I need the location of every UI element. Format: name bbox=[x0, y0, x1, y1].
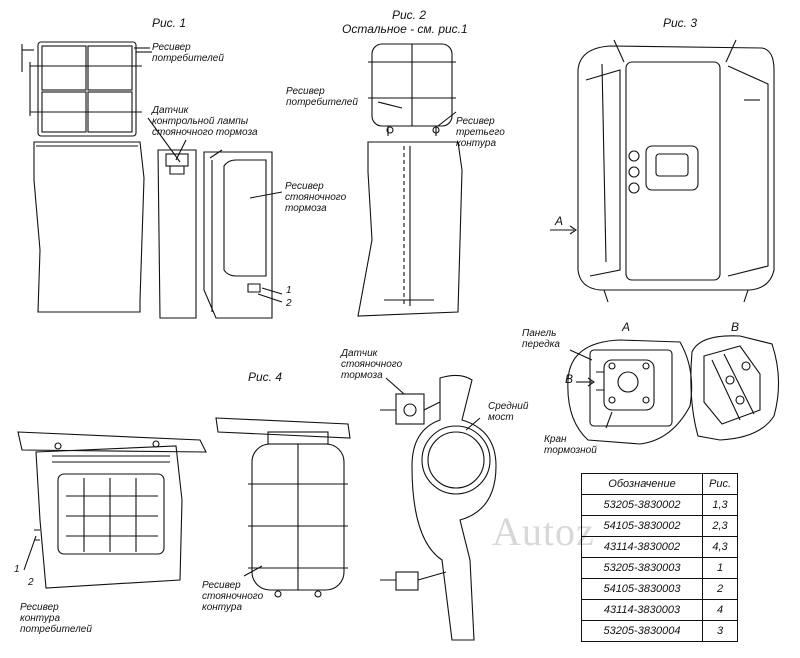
fig4-callout-2: 2 bbox=[28, 577, 34, 588]
fig3-drawing bbox=[550, 39, 775, 303]
fig4-middle-drawing bbox=[215, 417, 351, 598]
table-row: 54105-3830002 2,3 bbox=[581, 515, 738, 537]
fig4-middle-axle-label: Средний мост bbox=[488, 401, 529, 423]
fig1-drawing bbox=[21, 41, 283, 319]
fig3-arrow-a-label: А bbox=[555, 214, 564, 228]
fig2-third-circuit-label: Ресивер третьего контура bbox=[456, 116, 505, 149]
table-cell: 53205-3830003 bbox=[581, 557, 703, 579]
fig4-parking-sensor-label: Датчик стояночного тормоза bbox=[341, 348, 403, 381]
fig4-title: Рис. 4 bbox=[248, 370, 283, 384]
fig2-consumer-receiver-label: Ресивер потребителей bbox=[286, 86, 358, 108]
brake-valve-label: Кран тормозной bbox=[544, 434, 597, 456]
table-header-row: Обозначение Рис. bbox=[581, 473, 738, 495]
table-cell: 2 bbox=[702, 578, 738, 600]
table-row: 43114-3830003 4 bbox=[581, 599, 738, 621]
table-cell: 2,3 bbox=[702, 515, 738, 537]
fig3-title: Рис. 3 bbox=[663, 16, 698, 30]
table-cell: 1,3 bbox=[702, 494, 738, 516]
fig1-title: Рис. 1 bbox=[152, 16, 187, 30]
fig2-title: Рис. 2 bbox=[392, 8, 427, 22]
view-b-drawing bbox=[690, 335, 780, 441]
fig2-drawing bbox=[357, 43, 463, 317]
fig1-callout-2: 2 bbox=[286, 298, 292, 309]
table-cell: 4,3 bbox=[702, 536, 738, 558]
fig4-consumer-circuit-label: Ресивер контура потребителей bbox=[20, 602, 92, 635]
table-cell: 43114-3830002 bbox=[581, 536, 703, 558]
table-cell: 4 bbox=[702, 599, 738, 621]
view-b-title: В bbox=[731, 320, 740, 334]
table-cell: 54105-3830003 bbox=[581, 578, 703, 600]
view-a-drawing bbox=[567, 339, 693, 445]
fig4-left-drawing bbox=[17, 431, 207, 589]
view-a-title: А bbox=[622, 320, 631, 334]
table-header-cell: Рис. bbox=[702, 473, 738, 495]
table-cell: 43114-3830003 bbox=[581, 599, 703, 621]
fig4-parking-circuit-label: Ресивер стояночного контура bbox=[202, 580, 264, 613]
table-row: 43114-3830002 4,3 bbox=[581, 536, 738, 558]
table-cell: 1 bbox=[702, 557, 738, 579]
designation-table: Обозначение Рис. 53205-3830002 1,3 54105… bbox=[581, 473, 738, 642]
table-cell: 3 bbox=[702, 620, 738, 642]
table-row: 53205-3830004 3 bbox=[581, 620, 738, 642]
fig4-callout-1: 1 bbox=[14, 564, 20, 575]
fig4-right-drawing bbox=[380, 374, 497, 641]
fig1-parking-sensor-label: Датчик контрольной лампы стояночного тор… bbox=[152, 105, 258, 138]
table-cell: 53205-3830002 bbox=[581, 494, 703, 516]
fig1-consumer-receiver-label: Ресивер потребителей bbox=[152, 42, 224, 64]
table-cell: 54105-3830002 bbox=[581, 515, 703, 537]
fig1-callout-1: 1 bbox=[286, 285, 292, 296]
watermark: Autoz bbox=[492, 509, 595, 554]
fig2-subtitle: Остальное - см. рис.1 bbox=[342, 22, 468, 36]
table-cell: 53205-3830004 bbox=[581, 620, 703, 642]
table-row: 54105-3830003 2 bbox=[581, 578, 738, 600]
table-row: 53205-3830003 1 bbox=[581, 557, 738, 579]
table-row: 53205-3830002 1,3 bbox=[581, 494, 738, 516]
fig1-parking-receiver-label: Ресивер стояночного тормоза bbox=[285, 181, 347, 214]
view-a-arrow-b-label: В bbox=[565, 372, 574, 386]
front-panel-label: Панель передка bbox=[522, 328, 560, 350]
table-header-cell: Обозначение bbox=[581, 473, 703, 495]
